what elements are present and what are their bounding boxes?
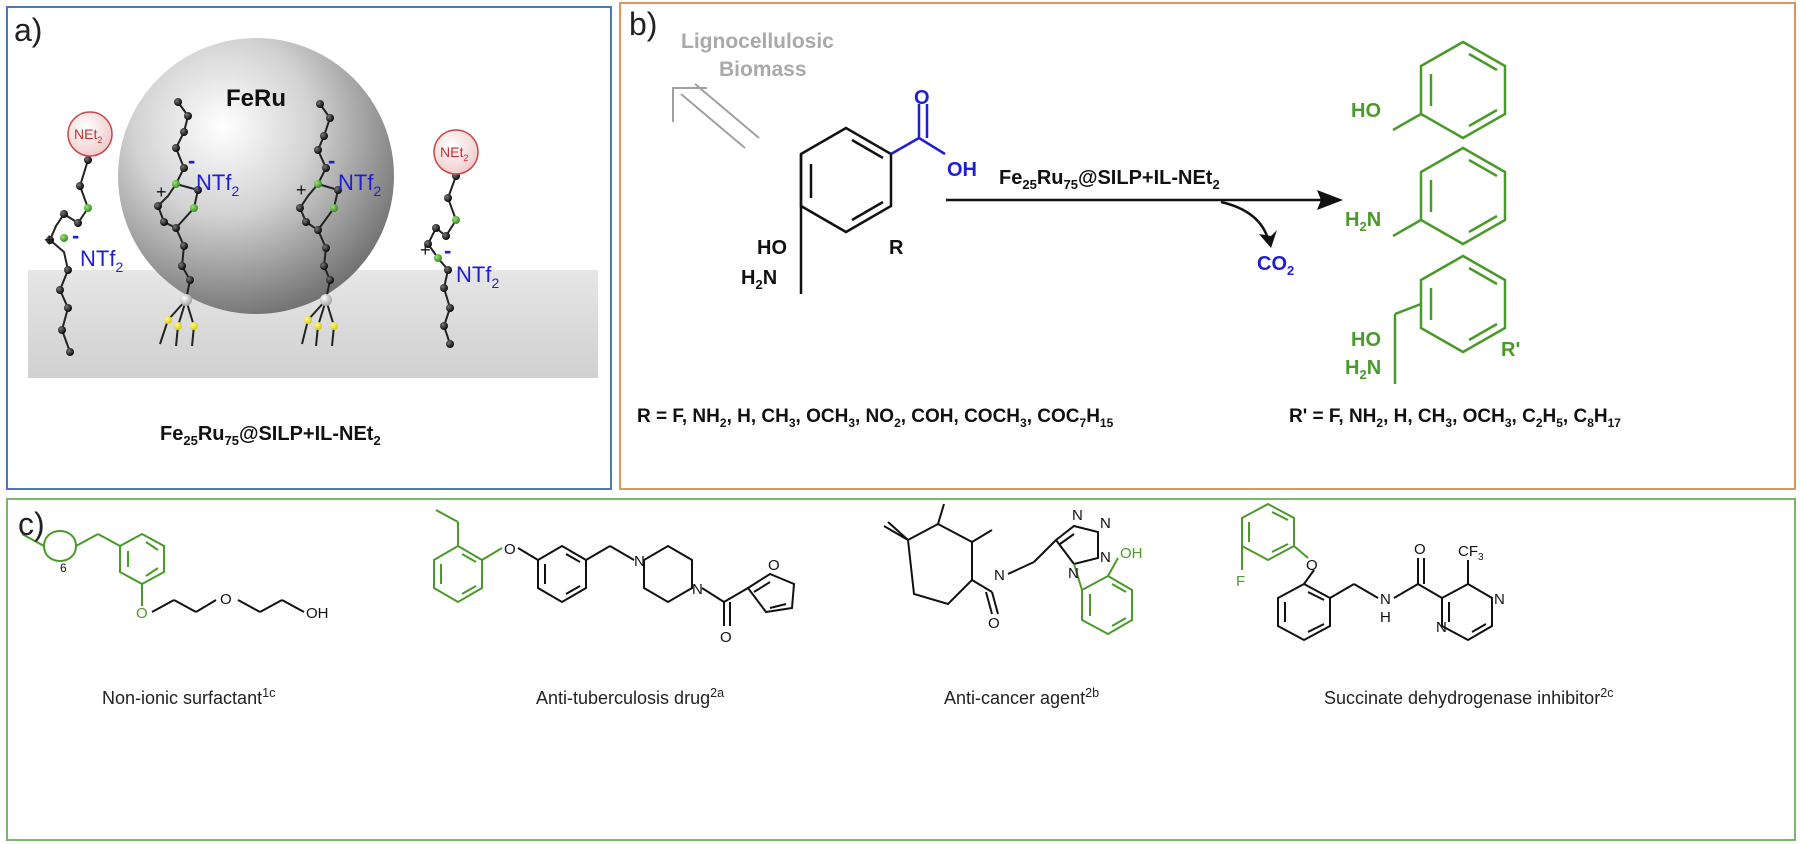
panel-a: FeRu NEt2 + - NTf2 bbox=[6, 6, 612, 490]
net2-group-left bbox=[67, 111, 113, 157]
anti-cancer-n-label: N bbox=[994, 567, 1005, 584]
acid-oh-label: OH bbox=[947, 159, 977, 181]
product-ho-label: HO bbox=[1351, 329, 1381, 351]
panel-b-label: b) bbox=[629, 6, 658, 42]
product-phenol bbox=[1392, 40, 1507, 140]
ntf2-label-left: NTf2 bbox=[80, 246, 123, 275]
panel-c-label: c) bbox=[18, 506, 45, 542]
reactant-r-label: R bbox=[889, 237, 904, 259]
panel-c-compounds: O O OH 6 bbox=[21, 502, 1505, 646]
anti-cancer-n3-label: N bbox=[1100, 515, 1111, 532]
rprime-substituent-list: R' = F, NH2, H, CH3, OCH3, C2H5, C8H17 bbox=[1289, 406, 1621, 430]
aniline-h2n-label: H2N bbox=[1345, 209, 1381, 234]
anti-cancer-n4-label: N bbox=[1100, 549, 1111, 566]
catalyst-label: Fe25Ru75@SILP+IL-NEt2 bbox=[999, 167, 1220, 192]
plus-sign-1: + bbox=[156, 182, 167, 202]
anti-tb-furan-o-label: O bbox=[768, 557, 780, 574]
minus-sign-left: - bbox=[72, 223, 79, 248]
particle-label: FeRu bbox=[226, 85, 286, 112]
panel-b-scheme: Lignocellulosic Biomass O OH R HO H2N bbox=[637, 30, 1621, 430]
sdh-nh-n-label: N bbox=[1380, 591, 1391, 608]
minus-sign-1: - bbox=[188, 148, 195, 173]
anti-cancer-n2-label: N bbox=[1072, 507, 1083, 524]
plus-sign-right: + bbox=[420, 240, 431, 260]
net2-label-left: NEt2 bbox=[74, 126, 102, 145]
sdh-nh-h-label: H bbox=[1380, 609, 1391, 626]
sdh-pyrazine-n2-label: N bbox=[1436, 619, 1447, 636]
carboxyl-group bbox=[890, 104, 946, 156]
anti-cancer-oh-label: OH bbox=[1120, 545, 1143, 562]
co2-label: CO2 bbox=[1257, 253, 1294, 278]
chain-left-atoms bbox=[46, 156, 92, 356]
sdh-carbonyl-o-label: O bbox=[1414, 541, 1426, 558]
chain-anchored-2-atoms bbox=[296, 100, 342, 330]
phenol-ho-label: HO bbox=[1351, 100, 1381, 122]
anti-cancer-n5-label: N bbox=[1068, 565, 1079, 582]
minus-sign-2: - bbox=[328, 148, 335, 173]
r-substituent-list: R = F, NH2, H, CH3, OCH3, NO2, COH, COCH… bbox=[637, 406, 1114, 430]
surfactant-o1-label: O bbox=[136, 605, 148, 622]
net2-group-right bbox=[433, 129, 479, 175]
compound-caption-anti-tb: Anti-tuberculosis drug2a bbox=[536, 686, 725, 708]
panel-c: O O OH 6 bbox=[6, 498, 1796, 841]
plus-sign-left: + bbox=[44, 230, 55, 250]
carbonyl-o-label: O bbox=[914, 87, 930, 109]
reaction-arrowhead bbox=[1317, 190, 1343, 210]
panel-a-caption: Fe25Ru75@SILP+IL-NEt2 bbox=[160, 423, 381, 448]
anti-tb-structure bbox=[433, 509, 796, 626]
compound-caption-surfactant: Non-ionic surfactant1c bbox=[102, 686, 276, 708]
product-aniline bbox=[1392, 146, 1507, 246]
anti-tb-carbonyl-o-label: O bbox=[720, 629, 732, 646]
ntf2-label-2: NTf2 bbox=[338, 170, 381, 199]
plus-sign-2: + bbox=[296, 180, 307, 200]
product-h2n-label: H2N bbox=[1345, 357, 1381, 382]
biomass-label-line2: Biomass bbox=[719, 58, 807, 81]
sdh-inhibitor-structure bbox=[1241, 502, 1493, 642]
ntf2-label-right: NTf2 bbox=[456, 262, 499, 291]
reactant-structure bbox=[799, 126, 893, 294]
ntf2-label-1: NTf2 bbox=[196, 170, 239, 199]
biomass-label-line1: Lignocellulosic bbox=[681, 30, 834, 53]
chain-anchored-1-atoms bbox=[154, 98, 202, 330]
net2-label-right: NEt2 bbox=[440, 144, 468, 163]
anti-cancer-o-label: O bbox=[988, 615, 1000, 632]
chain-right-atoms bbox=[424, 172, 460, 348]
surfactant-n6-label: 6 bbox=[60, 561, 67, 575]
anti-tb-o-label: O bbox=[504, 541, 516, 558]
panel-b: Lignocellulosic Biomass O OH R HO H2N bbox=[619, 2, 1796, 490]
anti-cancer-structure bbox=[883, 503, 1133, 636]
co2-release-arrow bbox=[1220, 200, 1269, 237]
hollow-arrow-from-biomass bbox=[672, 83, 760, 149]
panel-a-label: a) bbox=[14, 12, 43, 48]
product-rprime-label: R' bbox=[1501, 339, 1520, 361]
surfactant-oh-label: OH bbox=[306, 605, 329, 622]
surfactant-o2-label: O bbox=[220, 591, 232, 608]
sdh-o-label: O bbox=[1306, 557, 1318, 574]
reactant-h2n-label: H2N bbox=[741, 267, 777, 292]
compound-caption-anti-cancer: Anti-cancer agent2b bbox=[944, 686, 1100, 708]
panel-a-illustration: FeRu NEt2 + - NTf2 bbox=[28, 38, 598, 448]
compound-caption-sdh-inhibitor: Succinate dehydrogenase inhibitor2c bbox=[1324, 686, 1614, 708]
co2-arrowhead bbox=[1259, 230, 1277, 248]
reactant-ho-label: HO bbox=[757, 237, 787, 259]
anti-tb-n2-label: N bbox=[692, 581, 703, 598]
product-substituted bbox=[1393, 254, 1507, 384]
sdh-f-label: F bbox=[1236, 573, 1245, 590]
sdh-cf3-label: CF3 bbox=[1458, 543, 1484, 563]
anti-tb-n1-label: N bbox=[634, 553, 645, 570]
minus-sign-right: - bbox=[444, 238, 451, 263]
surfactant-structure bbox=[21, 530, 305, 613]
sdh-pyrazine-n1-label: N bbox=[1494, 591, 1505, 608]
